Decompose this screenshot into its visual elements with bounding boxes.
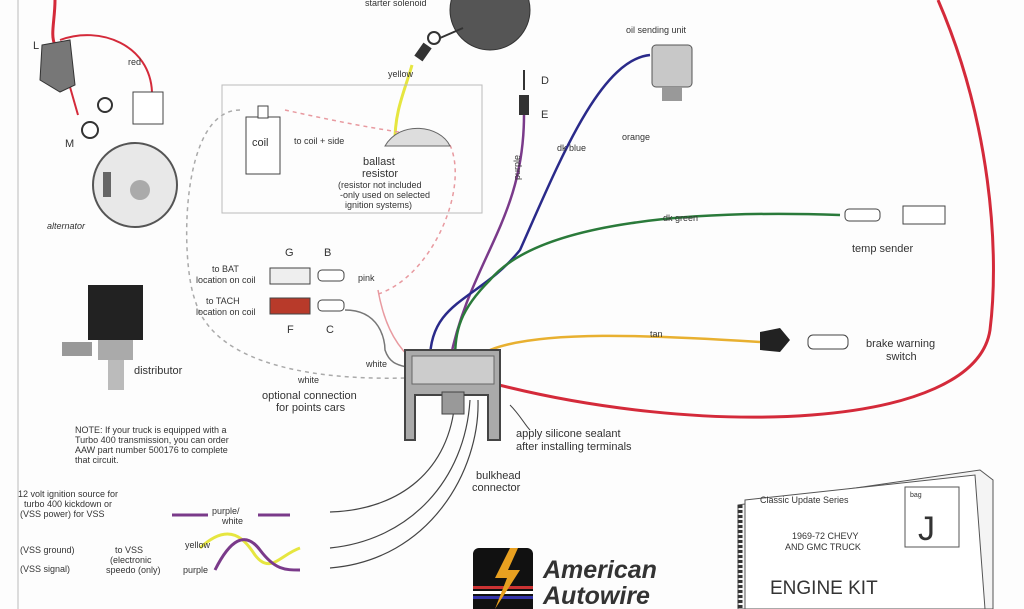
label-oil-sending-unit: oil sending unit [626, 25, 687, 35]
note-line-3: AAW part number 500176 to complete [75, 445, 228, 455]
label-to-bat-2: location on coil [196, 275, 256, 285]
label-dk-green: dk green [663, 213, 698, 223]
wire-white [344, 309, 411, 369]
booklet-bag-letter: J [918, 510, 935, 548]
label-resistor-note-3: ignition systems) [345, 200, 412, 210]
booklet-model-2: AND GMC TRUCK [785, 542, 861, 552]
label-to-tach-1: to TACH [206, 296, 240, 306]
temp-sender-icon [844, 205, 946, 225]
alternator-icon [92, 142, 178, 228]
wires [51, 0, 995, 569]
wire-tan [489, 334, 761, 352]
label-to-tach-2: location on coil [196, 307, 256, 317]
label-to-vss-3: speedo (only) [106, 565, 161, 575]
label-ign-3: (VSS power) for VSS [20, 509, 105, 519]
label-purple-white-2: white [221, 516, 243, 526]
label-tan: tan [650, 329, 663, 339]
connector-C [317, 299, 345, 312]
booklet-bag-label: bag [910, 492, 922, 499]
starter-solenoid [414, 0, 531, 62]
label-to-vss-2: (electronic [110, 555, 152, 565]
red-terminal-box [132, 91, 164, 125]
kit-booklet [737, 469, 994, 609]
label-white-1: white [365, 359, 387, 369]
label-D: D [541, 75, 549, 87]
label-red: red [128, 57, 141, 67]
label-C: C [326, 324, 334, 336]
label-purple-2: purple [183, 565, 208, 575]
label-bulkhead-1: bulkhead [476, 470, 521, 482]
ballast-resistor-icon [384, 127, 451, 147]
label-ign-1: 12 volt ignition source for [18, 489, 118, 499]
label-sealant-1: apply silicone sealant [516, 428, 621, 440]
wire-red-main [479, 0, 995, 419]
label-dk-blue: dk blue [557, 143, 586, 153]
label-brake-1: brake warning [866, 338, 935, 350]
resistor-panel [221, 84, 483, 214]
label-brake-2: switch [886, 351, 917, 363]
label-ign-2: turbo 400 kickdown or [24, 499, 112, 509]
label-alternator: alternator [47, 221, 86, 231]
L-connector [39, 39, 76, 93]
logo-text-2: Autowire [542, 582, 650, 609]
label-to-coil-side: to coil + side [294, 136, 344, 146]
american-autowire-logo: American Autowire [473, 548, 657, 609]
oil-sending-unit-icon [651, 44, 693, 101]
connector-B [317, 269, 345, 282]
connector-F [269, 297, 311, 315]
wire-red-to-box [59, 34, 153, 93]
label-G: G [285, 247, 294, 259]
label-pink: pink [358, 273, 375, 283]
label-ballast: ballast [363, 156, 395, 168]
booklet-model-1: 1969-72 CHEVY [792, 531, 859, 541]
ring-terminal-M [81, 121, 99, 139]
vss-wires [172, 513, 301, 572]
logo-text-1: American [542, 556, 657, 584]
label-temp-sender: temp sender [852, 243, 913, 255]
label-resistor-note-2: -only used on selected [340, 190, 430, 200]
wire-dk-green [453, 212, 841, 361]
label-yellow: yellow [388, 69, 414, 79]
bulkhead-connector-icon [404, 349, 501, 441]
label-purple-white-1: purple/ [212, 506, 240, 516]
wire-dk-blue [428, 53, 651, 361]
label-resistor: resistor [362, 168, 398, 180]
label-yellow-2: yellow [185, 540, 211, 550]
wire-red-L [51, 0, 57, 46]
label-sealant-2: after installing terminals [516, 441, 632, 453]
label-E: E [541, 109, 548, 121]
label-optional-2: for points cars [276, 402, 346, 414]
label-to-bat-1: to BAT [212, 264, 239, 274]
label-optional-1: optional connection [262, 390, 357, 402]
label-resistor-note-1: (resistor not included [338, 180, 422, 190]
brake-switch-icon [760, 328, 849, 352]
note-line-1: NOTE: If your truck is equipped with a [75, 425, 227, 435]
booklet-kit-title: ENGINE KIT [770, 578, 878, 599]
label-vss-signal: (VSS signal) [20, 564, 70, 574]
booklet-series: Classic Update Series [760, 495, 849, 505]
label-coil: coil [252, 137, 269, 149]
note-line-4: that circuit. [75, 455, 119, 465]
label-to-vss-1: to VSS [115, 545, 143, 555]
wire-optional-dashed [185, 109, 406, 379]
distributor-icon [62, 285, 143, 390]
label-white-2: white [297, 375, 319, 385]
label-distributor: distributor [134, 365, 183, 377]
labels: starter solenoid L red M alternator yell… [18, 0, 935, 599]
label-F: F [287, 324, 294, 336]
label-bulkhead-2: connector [472, 482, 521, 494]
label-purple: purple [512, 155, 522, 180]
note-line-2: Turbo 400 transmission, you can order [75, 435, 229, 445]
label-L: L [33, 40, 39, 52]
label-M: M [65, 138, 74, 150]
ring-terminal [97, 97, 113, 113]
label-vss-ground: (VSS ground) [20, 545, 75, 555]
connector-G [269, 267, 311, 285]
label-orange: orange [622, 132, 650, 142]
label-B: B [324, 247, 331, 259]
label-starter-solenoid: starter solenoid [365, 0, 427, 8]
